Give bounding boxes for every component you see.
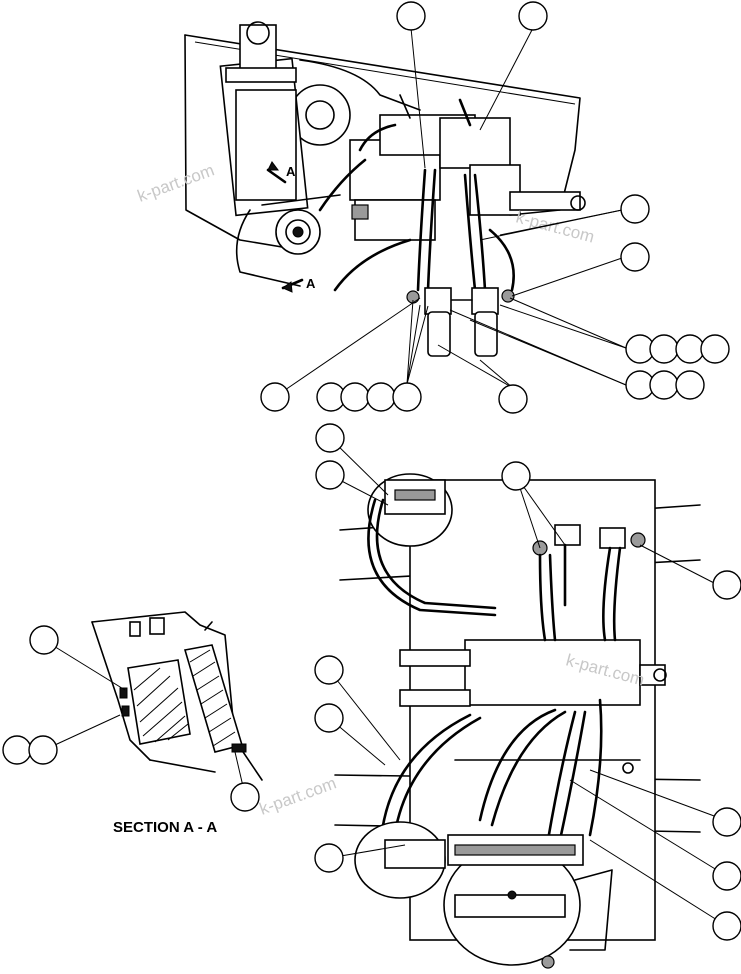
callout-bubble	[620, 194, 650, 224]
callout-bubble	[396, 1, 426, 31]
callout-bubble	[314, 843, 344, 873]
callout-bubble	[314, 655, 344, 685]
callout-bubble	[649, 370, 679, 400]
callout-bubble	[649, 334, 679, 364]
callout-bubble	[712, 911, 741, 941]
callout-bubble	[29, 625, 59, 655]
callout-bubble	[2, 735, 32, 765]
callout-bubble	[314, 703, 344, 733]
callout-bubble	[501, 461, 531, 491]
section-a-a-view: SECTION A - A	[91, 611, 263, 836]
callout-bubble	[712, 807, 741, 837]
callout-bubble	[498, 384, 528, 414]
callout-bubble	[315, 423, 345, 453]
top-assembly-view: A A	[184, 21, 586, 357]
callout-bubble	[620, 242, 650, 272]
callout-bubble	[675, 334, 705, 364]
callout-bubble	[518, 1, 548, 31]
callout-bubble	[392, 382, 422, 412]
section-marker-bottom: A	[306, 276, 316, 291]
callout-bubbles	[2, 1, 741, 941]
callout-bubble	[260, 382, 290, 412]
bottom-assembly-view	[334, 473, 701, 969]
watermark-1: k-part.com	[135, 160, 217, 205]
callout-bubble	[28, 735, 58, 765]
callout-bubble	[230, 782, 260, 812]
callout-bubble	[712, 570, 741, 600]
callout-bubble	[315, 460, 345, 490]
callout-bubble	[340, 382, 370, 412]
callout-bubble	[675, 370, 705, 400]
callout-bubble	[700, 334, 730, 364]
callout-bubble	[366, 382, 396, 412]
section-a-a-caption: SECTION A - A	[113, 819, 217, 836]
callout-bubble	[712, 861, 741, 891]
watermark-4: k-part.com	[257, 773, 339, 818]
section-marker-top: A	[286, 164, 296, 179]
watermark-2: k-part.com	[514, 208, 596, 247]
